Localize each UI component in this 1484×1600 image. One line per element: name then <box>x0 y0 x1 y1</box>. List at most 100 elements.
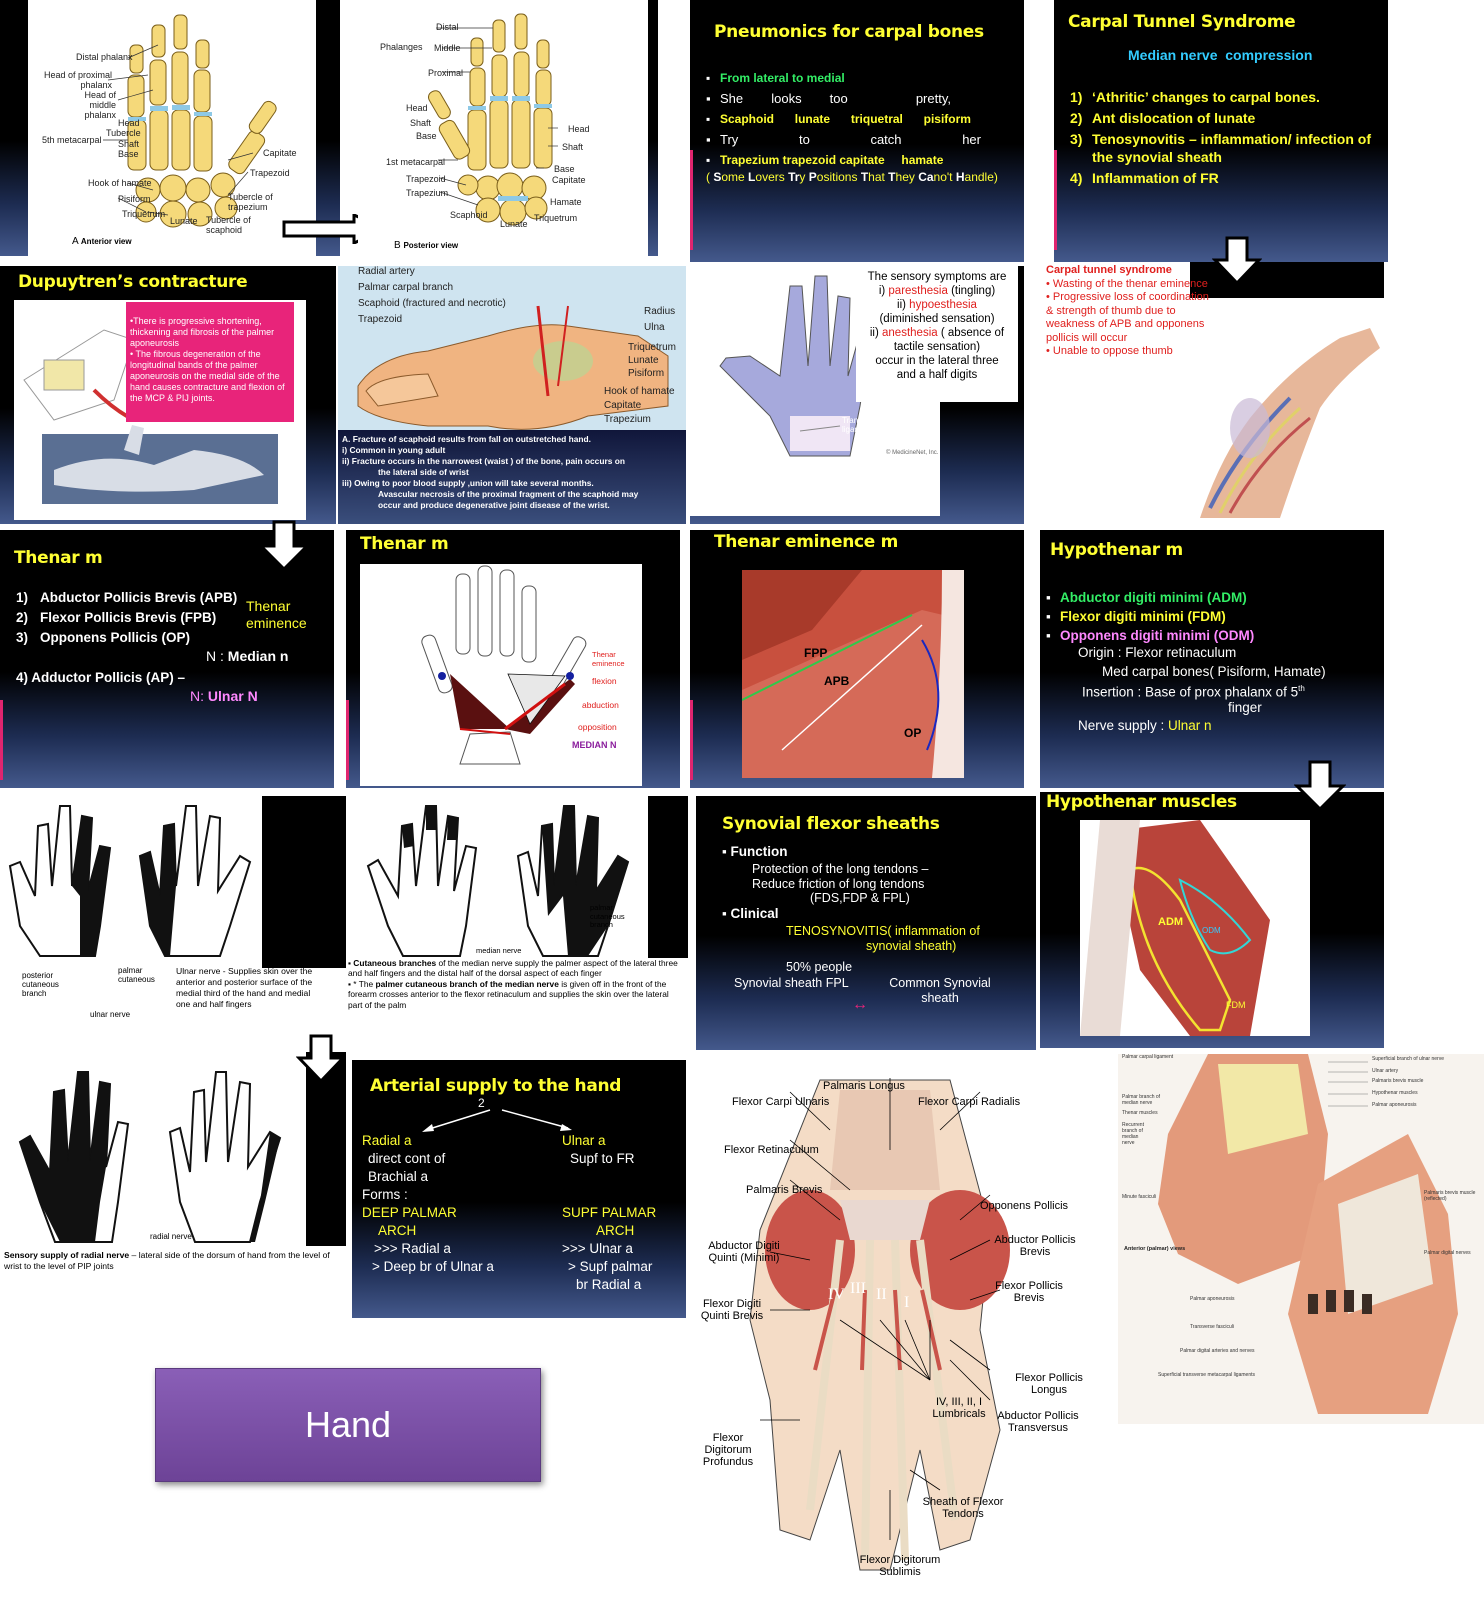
label-fds: Flexor Digitorum Sublimis <box>859 1554 941 1578</box>
slide-title: Carpal Tunnel Syndrome <box>1068 12 1296 32</box>
slide-hypothenar-muscles: Hypothenar muscles ADM ODM FDM <box>1040 792 1384 1048</box>
pneumonic-list: From lateral to medial Shelookstoopretty… <box>706 68 1011 171</box>
slide-thenar-text: Thenar m 1)Abductor Pollicis Brevis (APB… <box>0 530 334 788</box>
label-distal-phalanx: Distal phalanx <box>76 52 133 62</box>
median-description: ▪ Cutaneous branches of the median nerve… <box>348 958 678 1010</box>
accent-stripe <box>346 700 349 780</box>
label-radial-nerve: radial nerve <box>150 1232 192 1241</box>
clinical-heading: ▪ Clinical <box>722 906 779 921</box>
cts-symptom-3: • Unable to oppose thumb <box>1046 345 1173 357</box>
label-area-of-pain: Area of pain and numbness <box>700 311 759 329</box>
label-palmar-carpal-ligament: Palmar carpal ligament <box>1122 1054 1174 1060</box>
thenar-nerve: N : Median n <box>206 648 289 664</box>
label-base: Base <box>118 149 139 159</box>
label-fcr: Flexor Carpi Radialis <box>918 1096 1021 1108</box>
sensory-symptoms-box: The sensory symptoms are i) paresthesia … <box>856 266 1018 402</box>
figure-caption-a: A Anterior view <box>72 236 132 247</box>
label-base-left: Base <box>416 131 437 141</box>
label-head-right: Head <box>568 124 590 134</box>
label-median-n: MEDIAN N <box>572 740 617 750</box>
pneumonic-line-1: From lateral to medial <box>706 68 1011 89</box>
thenar-muscle-diagram <box>421 565 587 765</box>
label-palmar-cutaneous: palmar cutaneous <box>118 966 155 984</box>
slide-carpal-tunnel: Carpal Tunnel Syndrome Median nerve comp… <box>1054 0 1388 262</box>
cts-symptom-1: • Wasting of the thenar eminence <box>1046 277 1208 290</box>
ulnar-description: Ulnar nerve - Supplies skin over the ant… <box>176 966 313 1009</box>
scaphoid-hand-illustration <box>357 305 669 430</box>
thenar-dissection-image <box>741 570 964 778</box>
hypothenar-nerve: Nerve supply : Ulnar n <box>1078 718 1212 733</box>
down-arrow-icon <box>296 1034 346 1084</box>
cts-hand-figure: Area of pain and numbness Median nerve T… <box>690 266 940 516</box>
label-superficial-ulnar: Superficial branch of ulnar nerve <box>1372 1056 1444 1062</box>
label-palmar-branch-median: Palmar branch of median nerve <box>1122 1094 1161 1106</box>
label-palmaris-brevis-muscle: Palmaris brevis muscle <box>1372 1078 1424 1084</box>
label-palmar-carpal-branch: Palmar carpal branch <box>358 282 454 293</box>
cts-caption: Carpal Tunnel Syndrome <box>700 472 906 492</box>
slide-anterior-bones: Distal phalanx Head of proximal phalanx … <box>0 0 340 256</box>
cts-symptoms-text: Carpal tunnel syndrome • Wasting of the … <box>1046 264 1216 359</box>
cts-symptoms-title: Carpal tunnel syndrome <box>1046 264 1172 276</box>
figure-caption-b: B Posterior view <box>394 240 459 251</box>
label-palmar-cutaneous-branch: palmar cutaneous branch <box>590 903 625 929</box>
label-apb: APB <box>824 674 850 688</box>
slide-median-nerve: palmar cutaneous branch median nerve ▪ C… <box>348 796 688 1038</box>
slide-anterior-palmar-views: Palmar carpal ligament Superficial branc… <box>1118 1054 1484 1424</box>
label-capitate-sc: Capitate <box>604 400 642 411</box>
label-trapezoid: Trapezoid <box>250 168 290 178</box>
label-triquetrum-post: Triquetrum <box>534 213 578 223</box>
label-lumbricals: IV, III, II, I Lumbricals <box>932 1396 986 1420</box>
thenar-item-2: 2)Flexor Pollicis Brevis (FPB) <box>16 610 217 625</box>
slide-title: Hypothenar muscles <box>1046 792 1237 812</box>
hand-title-button[interactable]: Hand <box>155 1368 541 1482</box>
hypothenar-insertion-2: finger <box>1228 700 1262 715</box>
label-head: Head <box>118 118 140 128</box>
hypothenar-origin-1: Origin : Flexor retinaculum <box>1078 645 1237 660</box>
hypothenar-item-3: Opponens digiti minimi (ODM) <box>1046 626 1254 645</box>
ulnar-black-band <box>262 796 346 968</box>
accent-stripe <box>0 700 3 780</box>
label-trapezium-post: Trapezium <box>406 188 449 198</box>
slide-cts-wasting: Carpal tunnel syndrome • Wasting of the … <box>1040 262 1384 526</box>
double-arrow-icon: ↔ <box>852 996 868 1013</box>
label-odm: ODM <box>1202 926 1221 935</box>
slide-title: Dupuytren’s contracture <box>18 272 248 292</box>
thenar-item-4: 4) Adductor Pollicis (AP) – <box>16 670 186 685</box>
slide-title: Pneumonics for carpal bones <box>714 22 984 42</box>
label-5th-metacarpal: 5th metacarpal <box>42 135 102 145</box>
label-hypothenar-muscles: Hypothenar muscles <box>1372 1090 1418 1096</box>
numeral-iv: IV <box>828 1286 845 1303</box>
slide-pneumonics: Pneumonics for carpal bones From lateral… <box>690 0 1024 262</box>
label-palmar-digital-nerves: Palmar digital nerves <box>1424 1250 1471 1256</box>
scaphoid-caption: A. Fracture of scaphoid results from fal… <box>338 430 686 524</box>
label-transverse-fasciculi: Transverse fasciculi <box>1190 1324 1234 1330</box>
hypothenar-item-2: Flexor digiti minimi (FDM) <box>1046 607 1254 626</box>
label-capitate: Capitate <box>263 148 297 158</box>
label-adq: Abductor Digiti Quinti (Minimi) <box>708 1240 780 1264</box>
label-opposition: opposition <box>578 722 617 732</box>
cts-hand-drawing <box>719 275 873 457</box>
slide-radial-nerve: radial nerve Sensory supply of radial ne… <box>0 1052 346 1292</box>
label-radius: Radius <box>644 306 676 317</box>
label-shaft-right: Shaft <box>562 142 584 152</box>
slide-synovial-sheaths: Synovial flexor sheaths ▪ Function Prote… <box>696 796 1036 1050</box>
dupuytren-figure: •There is progressive shortening, thicke… <box>14 300 306 520</box>
pct-people: 50% people <box>786 960 853 974</box>
hand-title-label: Hand <box>304 1404 392 1445</box>
label-sheath-flexor-tendons: Sheath of Flexor Tendons <box>922 1496 1004 1520</box>
function-heading: ▪ Function <box>722 844 788 859</box>
slide-title: Thenar m <box>360 534 449 554</box>
label-opponens-pollicis: Opponens Pollicis <box>980 1200 1069 1212</box>
medicinenet-credit: © MedicineNet, Inc. <box>886 450 939 456</box>
anterior-hand-bones-illustration <box>103 14 277 228</box>
label-flexion: flexion <box>592 676 617 686</box>
label-shaft: Shaft <box>118 139 140 149</box>
slide-title: Thenar eminence m <box>714 532 899 552</box>
function-details: Protection of the long tendons – Reduce … <box>752 862 929 905</box>
label-distal: Distal <box>436 22 459 32</box>
label-scaphoid-post: Scaphoid <box>450 210 488 220</box>
label-1st-metacarpal: 1st metacarpal <box>386 157 446 167</box>
accent-stripe <box>1054 150 1057 250</box>
label-palmar-aponeurosis: Palmar aponeurosis <box>1190 1296 1235 1302</box>
